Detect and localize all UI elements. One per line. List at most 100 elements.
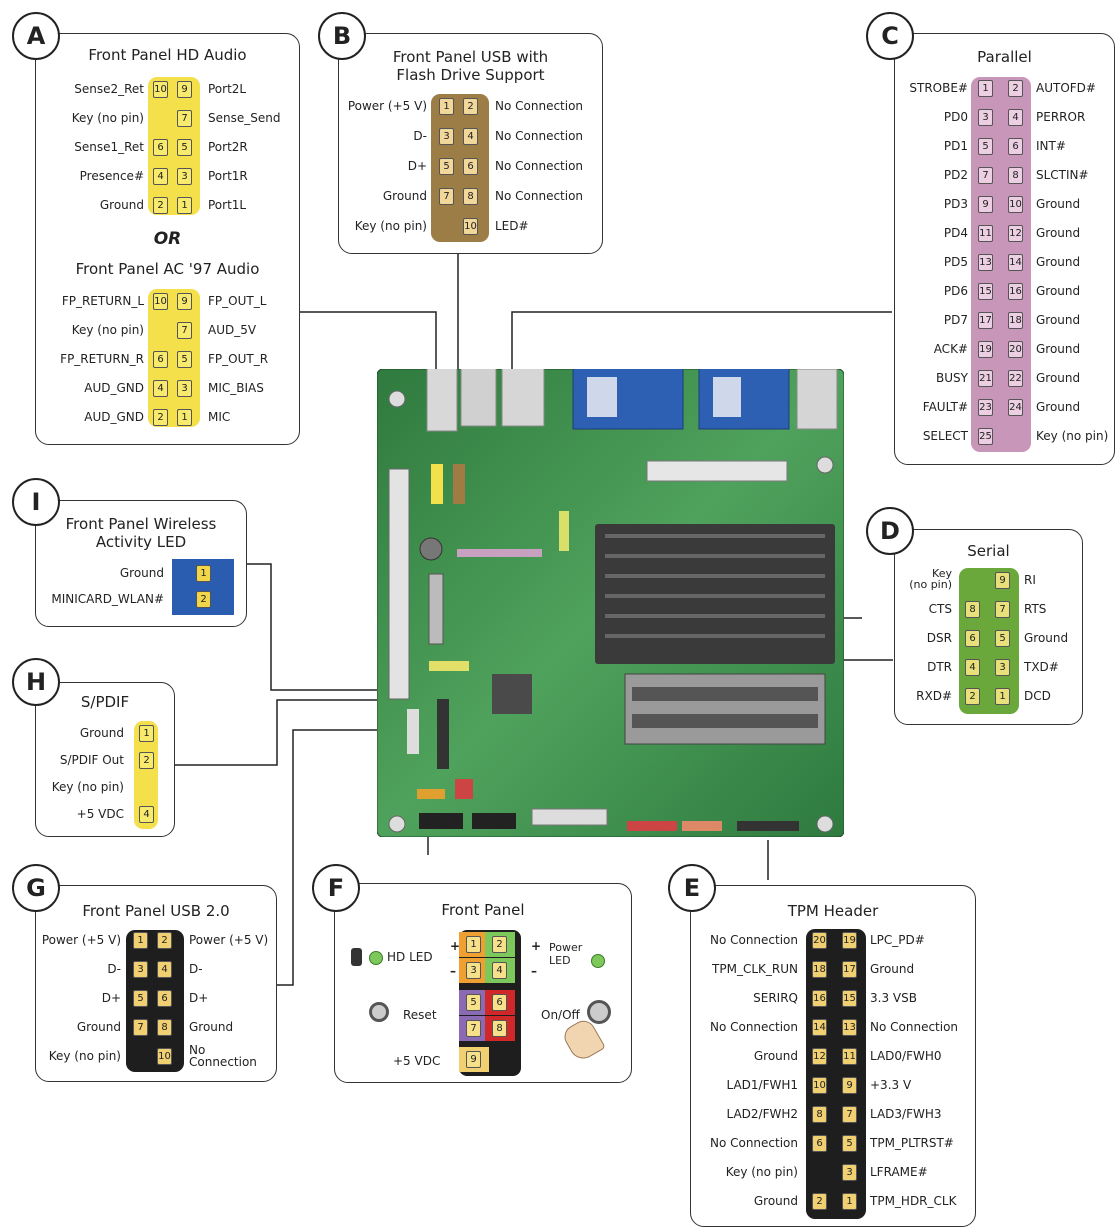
pin-label-right: LAD0/FWH0 <box>870 1049 942 1063</box>
parallel-title: Parallel <box>977 48 1032 66</box>
pin-label-right: MIC_BIAS <box>208 381 264 395</box>
pin-label-left: Key (no pin) <box>725 1165 798 1179</box>
pin-number: 13 <box>842 1019 857 1036</box>
power-led-label-2: LED <box>549 954 571 967</box>
pin-label-left: Ground <box>76 1020 121 1034</box>
pin-number: 14 <box>812 1019 827 1036</box>
pin-label-right: Ground <box>189 1020 234 1034</box>
pin-label-right: TXD# <box>1024 660 1059 674</box>
pin-number: 2 <box>153 197 168 214</box>
motherboard-illustration <box>377 369 844 837</box>
pin-number: 8 <box>965 601 980 618</box>
pin-number: 1 <box>196 565 211 582</box>
pin-label: Ground <box>79 726 124 740</box>
pin-label-left: PD6 <box>943 284 968 298</box>
badge-f: F <box>312 864 360 912</box>
pin-label-right: SLCTIN# <box>1036 168 1089 182</box>
pin-number: 3 <box>439 128 454 145</box>
pin-number: 7 <box>177 322 192 339</box>
power-led-label-1: Power <box>549 941 583 954</box>
pin-number: 12 <box>812 1048 827 1065</box>
pin-number: 10 <box>1008 196 1023 213</box>
pin-label-right: Sense_Send <box>208 111 281 125</box>
pin-label-right: D+ <box>189 991 209 1005</box>
hd-led-icon <box>369 951 383 965</box>
pin-number: 2 <box>812 1193 827 1210</box>
front-panel-title: Front Panel <box>441 901 525 919</box>
badge-g: G <box>12 864 60 912</box>
badge-e: E <box>668 864 716 912</box>
pin-number: 3 <box>842 1164 857 1181</box>
pin-number: 9 <box>177 293 192 310</box>
onoff-label: On/Off <box>541 1008 580 1022</box>
pin-number: 4 <box>463 128 478 145</box>
pin-label-right: RI <box>1024 573 1036 587</box>
pin-label-right: DCD <box>1024 689 1051 703</box>
badge-b: B <box>318 12 366 60</box>
pin-label-right: D- <box>189 962 203 976</box>
pin-number: 4 <box>153 168 168 185</box>
pin-label-left: Ground <box>753 1194 798 1208</box>
pin-label-left: No Connection <box>709 1136 798 1150</box>
hd-led-label: HD LED <box>387 950 433 964</box>
pin-label-right: Ground <box>1036 371 1081 385</box>
pin-number: 8 <box>463 188 478 205</box>
pin-number: 6 <box>492 994 507 1011</box>
pin-number: 2 <box>1008 80 1023 97</box>
pin-number: 3 <box>133 961 148 978</box>
pin-label-left: Sense1_Ret <box>74 140 144 154</box>
pin-number: 21 <box>978 370 993 387</box>
pin-label-left: SERIRQ <box>753 991 798 1005</box>
pin-number: 8 <box>1008 167 1023 184</box>
pin-label-right: Ground <box>870 962 915 976</box>
pin-label-left: LAD2/FWH2 <box>726 1107 798 1121</box>
pin-number: 13 <box>978 254 993 271</box>
pin-label-right: FP_OUT_L <box>208 294 267 308</box>
pin-label-left: RXD# <box>916 689 952 703</box>
pin-label-right: Key (no pin) <box>1036 429 1109 443</box>
spdif-title: S/PDIF <box>80 693 130 711</box>
pin-number: 5 <box>466 994 481 1011</box>
pin-label-left: FP_RETURN_L <box>61 294 144 308</box>
pin-label-right: TPM_PLTRST# <box>870 1136 954 1150</box>
pin-label: MINICARD_WLAN# <box>51 592 164 606</box>
pin-number: 19 <box>842 932 857 949</box>
pin-label-right: RTS <box>1024 602 1047 616</box>
pin-number: 6 <box>157 990 172 1007</box>
pin-number: 16 <box>1008 283 1023 300</box>
pin-number: 23 <box>978 399 993 416</box>
pin-label-left: Sense2_Ret <box>74 82 144 96</box>
pin-number: 4 <box>139 806 154 823</box>
pin-number: 5 <box>177 139 192 156</box>
pin-number: 2 <box>965 688 980 705</box>
pin-number: 9 <box>978 196 993 213</box>
pin-label-right: Ground <box>1036 342 1081 356</box>
box-front-panel-usb-flash: Front Panel USB with Flash Drive Support… <box>338 33 603 254</box>
pin-number: 6 <box>153 351 168 368</box>
pin-number: 15 <box>978 283 993 300</box>
hd-led-minus: – <box>450 964 456 978</box>
pin-number: 1 <box>133 932 148 949</box>
pin-number: 2 <box>463 98 478 115</box>
pin-number: 7 <box>177 110 192 127</box>
pin-label-right: LPC_PD# <box>870 933 925 947</box>
pin-label-left: TPM_CLK_RUN <box>712 962 798 976</box>
pin-label-right: MIC <box>208 410 231 424</box>
badge-a: A <box>12 12 60 60</box>
pin-label-left: Key (no pin) <box>48 1049 121 1063</box>
pin-number: 5 <box>978 138 993 155</box>
pin-label-left: Power (+5 V) <box>347 99 427 113</box>
pin-label-right: No Connection <box>870 1020 959 1034</box>
pin-number: 1 <box>139 725 154 742</box>
pin-label-right: Power (+5 V) <box>189 933 269 947</box>
pin-number: 6 <box>965 630 980 647</box>
pin-number: 7 <box>439 188 454 205</box>
serial-title: Serial <box>967 542 1010 560</box>
pin-number: 18 <box>812 961 827 978</box>
pin-number: 3 <box>995 659 1010 676</box>
